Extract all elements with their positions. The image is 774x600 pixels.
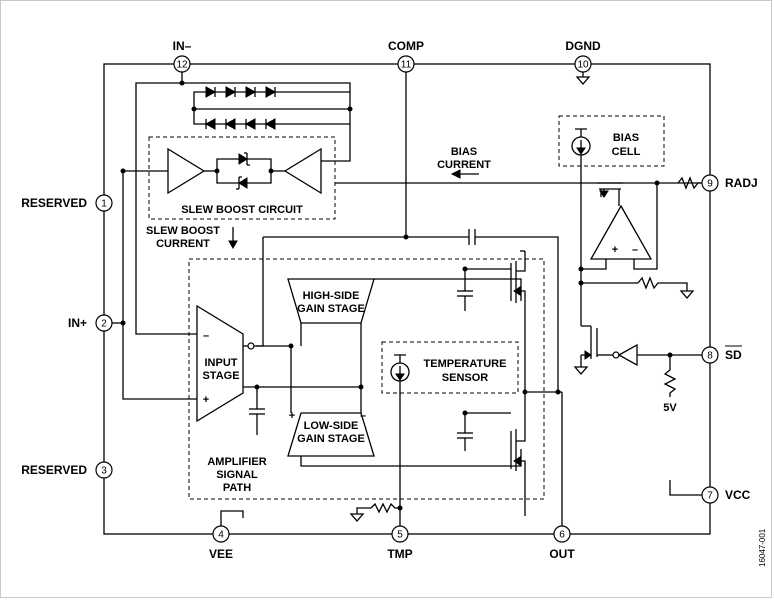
pin-12-number: 12	[176, 60, 188, 71]
input-stage	[196, 304, 244, 423]
vcc-wire	[669, 480, 702, 496]
pin-3: 3 RESERVED	[21, 461, 113, 479]
radj-resistor	[677, 176, 702, 190]
diode-chain-bottom	[204, 118, 276, 130]
sd-inverter	[617, 343, 638, 367]
slew-boost-box	[148, 136, 336, 220]
zener-pair	[236, 152, 250, 190]
bias-cell-label-2: CELL	[612, 146, 641, 158]
high-side-label-1: HIGH-SIDE	[303, 290, 360, 302]
pin-6: 6 OUT	[549, 525, 575, 561]
vee-wire	[220, 510, 244, 526]
pin-2-number: 2	[101, 319, 107, 330]
pin-5: 5 TMP	[387, 525, 413, 561]
amp-label-2: SIGNAL	[216, 469, 258, 481]
five-v-label: 5V	[663, 402, 677, 414]
document-id: 16047-001	[758, 528, 767, 567]
radj-transistor	[597, 182, 623, 206]
slew-buffer-left	[167, 147, 206, 195]
pin-9-number: 9	[707, 179, 713, 190]
temp-sensor-label-2: SENSOR	[442, 372, 489, 384]
bias-opamp-minus: –	[632, 244, 638, 256]
sd-transistor	[573, 283, 598, 375]
temp-sensor-label-1: TEMPERATURE	[424, 358, 507, 370]
in-minus-wire	[181, 72, 351, 109]
diode-chain-top	[205, 86, 277, 98]
amp-label-3: PATH	[223, 482, 251, 494]
pin-6-number: 6	[559, 530, 565, 541]
pin-3-number: 3	[101, 466, 107, 477]
pin-9: 9 RADJ	[701, 174, 758, 192]
output-transistor-low	[457, 392, 526, 516]
pin-10-number: 10	[577, 60, 589, 71]
pin-4-number: 4	[218, 530, 224, 541]
bias-cell-label-1: BIAS	[613, 132, 639, 144]
low-side-plus: +	[289, 410, 295, 422]
low-side-label-1: LOW-SIDE	[304, 420, 359, 432]
sd-pullup-resistor	[663, 355, 677, 397]
bias-ground	[679, 290, 695, 299]
high-side-label-2: GAIN STAGE	[297, 303, 365, 315]
bias-cell-box	[558, 115, 665, 167]
tmp-ground	[349, 513, 365, 522]
tmp-resistor	[370, 502, 400, 514]
pin-6-label: OUT	[549, 547, 575, 561]
pin-7-number: 7	[707, 491, 713, 502]
pin-1-label: RESERVED	[21, 196, 87, 210]
pin-7-label: VCC	[725, 488, 751, 502]
bias-current-arrow	[450, 169, 461, 179]
pin-4-label: VEE	[209, 547, 233, 561]
amplifier-signal-path-box	[188, 258, 545, 500]
pin-1: 1 RESERVED	[21, 194, 113, 212]
in-minus-to-input-stage	[135, 82, 197, 335]
bias-current-label-1: BIAS	[451, 146, 477, 158]
pin-2-label: IN+	[68, 316, 87, 330]
bias-opamp	[589, 204, 653, 260]
pin-1-number: 1	[101, 199, 107, 210]
input-stage-plus: +	[203, 394, 209, 406]
pin-12: 12 IN–	[173, 39, 192, 73]
pin-10: 10 DGND	[565, 39, 601, 73]
pin-12-label: IN–	[173, 39, 192, 53]
pin-11: 11 COMP	[388, 39, 424, 73]
pin-7: 7 VCC	[701, 486, 751, 504]
pin-8-number: 8	[707, 351, 713, 362]
slew-current-label-1: SLEW BOOST	[146, 225, 220, 237]
output-transistor-high	[457, 250, 526, 392]
dgnd-ground	[575, 76, 591, 85]
pin-10-label: DGND	[565, 39, 601, 53]
pin-9-label: RADJ	[725, 176, 758, 190]
amp-label-1: AMPLIFIER	[207, 456, 266, 468]
bias-resistor	[637, 276, 688, 291]
input-stage-label-1: INPUT	[205, 357, 238, 369]
pin-5-label: TMP	[387, 547, 412, 561]
slew-current-label-2: CURRENT	[156, 238, 210, 250]
slew-buffer-right	[283, 147, 322, 195]
bias-opamp-plus: +	[612, 244, 618, 256]
low-side-label-2: GAIN STAGE	[297, 433, 365, 445]
input-stage-label-2: STAGE	[202, 370, 239, 382]
temperature-sensor-box	[381, 341, 519, 394]
pin-11-label: COMP	[388, 39, 424, 53]
input-stage-minus: –	[203, 330, 209, 342]
pin-5-number: 5	[397, 530, 403, 541]
pin-8: 8 SD	[701, 345, 742, 364]
pin-11-number: 11	[401, 60, 412, 71]
pin-8-label: SD	[725, 348, 742, 362]
slew-boost-label: SLEW BOOST CIRCUIT	[181, 204, 303, 216]
low-side-minus: –	[360, 410, 366, 422]
pin-3-label: RESERVED	[21, 463, 87, 477]
pin-4: 4 VEE	[209, 525, 233, 561]
pin-2: 2 IN+	[68, 314, 113, 332]
bias-current-label-2: CURRENT	[437, 159, 491, 171]
